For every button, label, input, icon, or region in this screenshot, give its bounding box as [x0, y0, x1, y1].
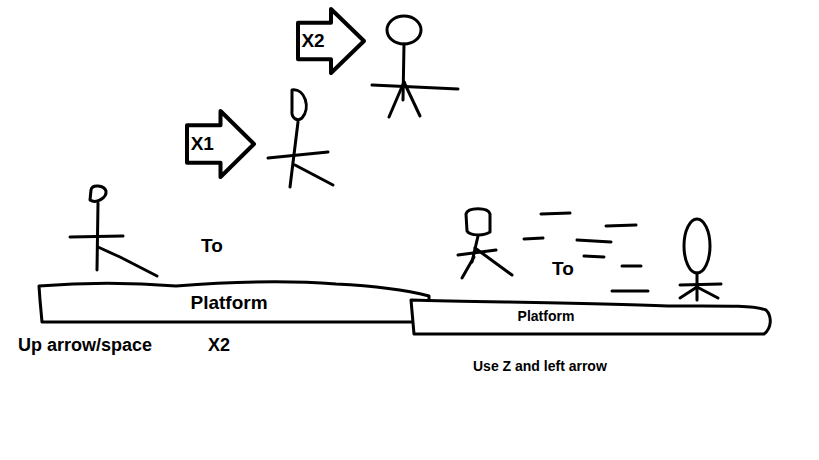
text-holder: Platform — [36, 282, 422, 324]
control-key-label: Up arrow/space — [18, 336, 152, 356]
dash-lines — [524, 213, 648, 291]
outline-path — [187, 111, 254, 177]
text-holder: Platform — [408, 296, 684, 338]
arrow-shape: X1 — [184, 108, 257, 180]
outline-path — [298, 9, 364, 73]
outline-path — [411, 300, 770, 334]
stick-figure — [372, 16, 458, 117]
text-holder: X1 — [184, 108, 221, 180]
outline-path — [39, 282, 429, 322]
platform-shape: Platform — [36, 280, 432, 324]
multiplier-label: X2 — [208, 336, 230, 356]
connector-word: To — [552, 259, 574, 280]
multiplier-label: X2 — [301, 31, 324, 52]
stick-figure — [680, 219, 721, 300]
stick-figure — [458, 209, 512, 278]
stick-figure — [70, 186, 157, 276]
connector-word: To — [201, 236, 223, 257]
shape-outline — [408, 294, 774, 338]
stick-figure — [268, 90, 333, 187]
platform-label: Platform — [518, 309, 575, 324]
control-key-label: Use Z and left arrow — [473, 359, 607, 374]
text-holder: X2 — [295, 6, 331, 76]
platform-label: Platform — [190, 293, 267, 314]
multiplier-label: X1 — [191, 134, 214, 155]
platform-shape: Platform — [408, 294, 774, 338]
arrow-shape: X2 — [295, 6, 367, 76]
